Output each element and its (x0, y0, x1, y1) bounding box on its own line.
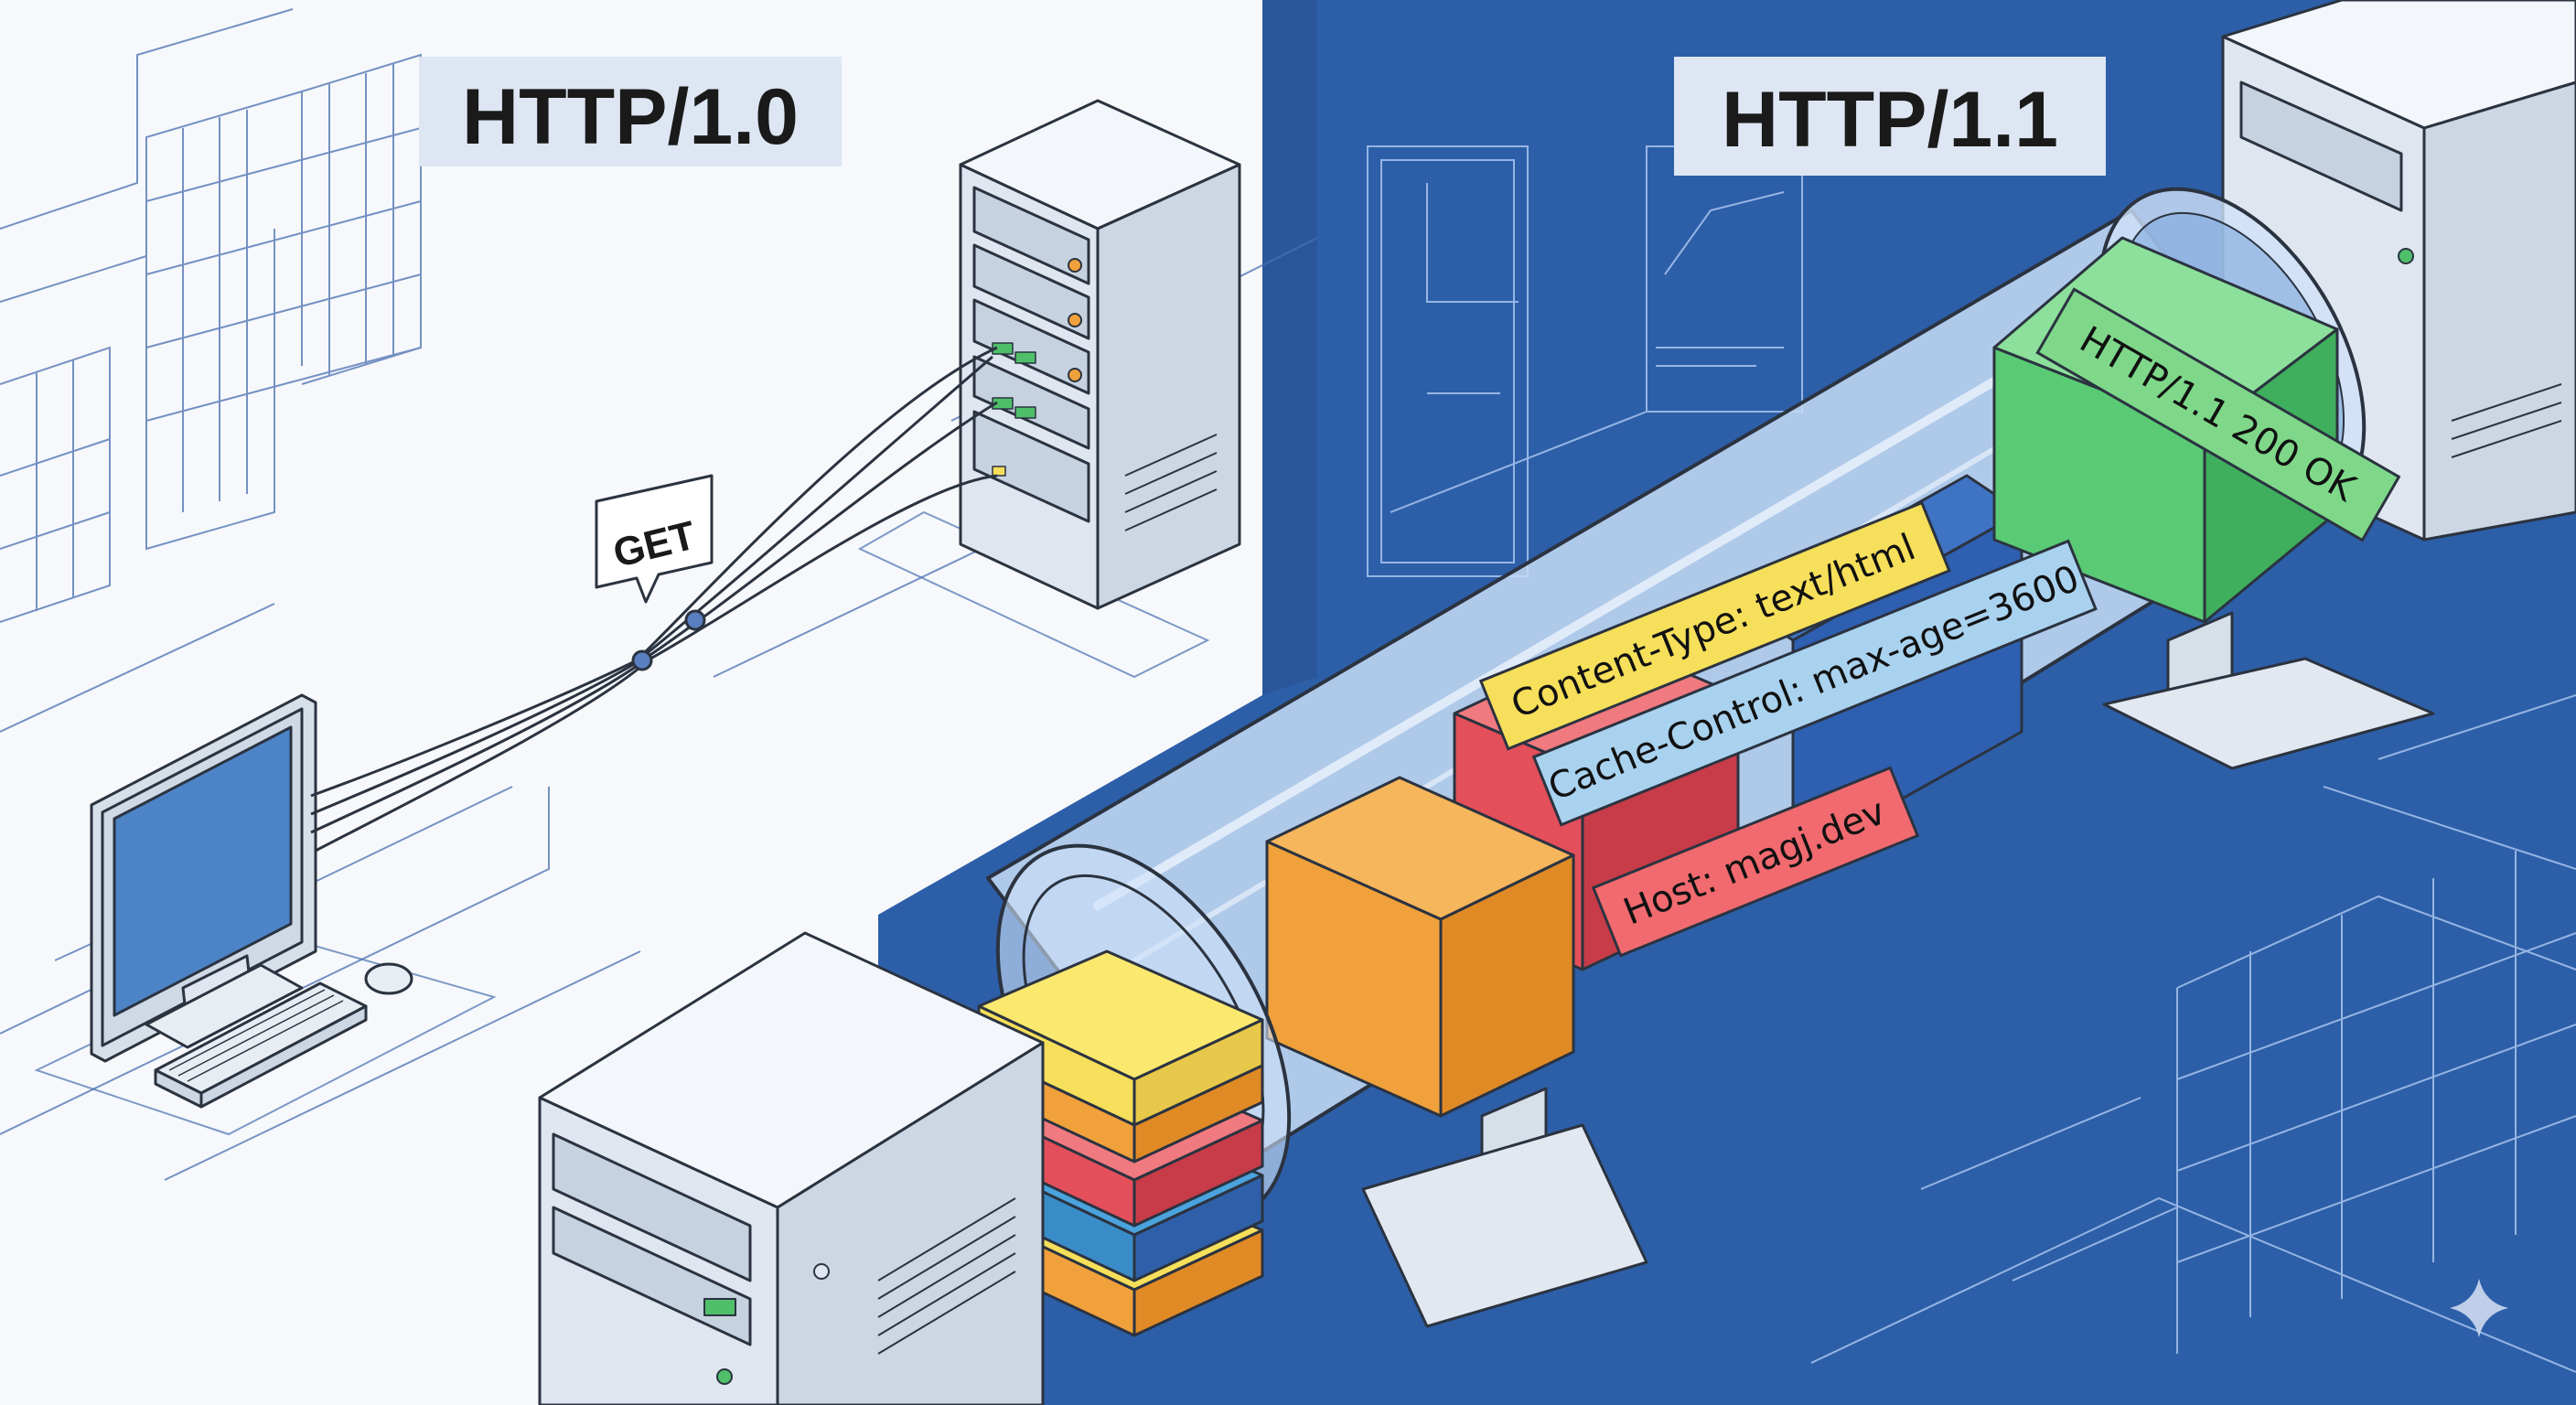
get-request-bubble: GET (595, 474, 714, 604)
pipe-stand-right (2102, 611, 2435, 770)
layered-packet-stack (977, 949, 1264, 1337)
desktop-computer (90, 693, 413, 1109)
packet-cube-orange (1265, 776, 1575, 1118)
cable-knot (631, 609, 706, 671)
title-http-1-0-text: HTTP/1.0 (462, 73, 799, 161)
sparkle-icon (2450, 1279, 2508, 1337)
title-http-1-1-text: HTTP/1.1 (1722, 76, 2058, 164)
title-http-1-0: HTTP/1.0 (419, 57, 842, 166)
keyboard-keys (168, 989, 344, 1082)
pipe-stand-middle (1361, 1087, 1648, 1328)
title-http-1-1: HTTP/1.1 (1674, 57, 2106, 176)
server-bottom-left (538, 931, 1045, 1405)
server-rack (959, 99, 1241, 610)
right-blueprint-wireframe (1367, 145, 2576, 1373)
network-cables (310, 346, 998, 853)
right-panel-shade (1262, 0, 1317, 695)
